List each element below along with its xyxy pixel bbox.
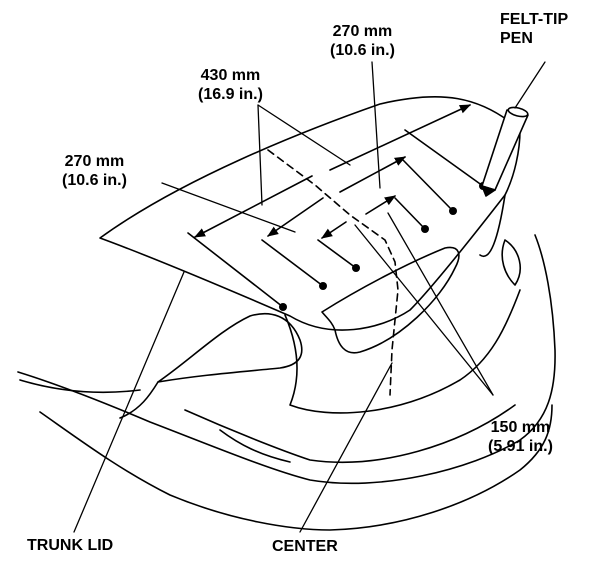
dim-arrow-outer-left	[194, 175, 313, 238]
leader-felt-tip-pen	[514, 61, 546, 109]
dim-arrow-mid-right	[339, 156, 406, 193]
leader-inner-right	[394, 197, 426, 230]
label-dim-430: 430 mm (16.9 in.)	[198, 67, 263, 103]
center-line	[267, 149, 399, 396]
leader-center	[299, 362, 393, 533]
car-rear-bumper	[17, 234, 556, 485]
leader-dim-150-b	[387, 212, 494, 396]
car-bumper-line	[184, 404, 516, 463]
trunk-lid-outline	[99, 95, 521, 331]
dim-arrow-inner-left	[321, 221, 347, 239]
label-felt-tip-pen: FELT-TIP PEN	[500, 11, 569, 47]
dim-arrow-inner-right	[365, 195, 396, 215]
leader-mid-left	[261, 239, 324, 287]
leader-inner-left	[317, 239, 357, 269]
car-rear-body-lower	[39, 404, 553, 531]
label-dim-270-left: 270 mm (10.6 in.)	[62, 153, 127, 189]
mark-dot	[279, 303, 287, 311]
car-trunk-opening	[284, 289, 521, 414]
leader-outer-left	[187, 232, 284, 308]
label-center: CENTER	[272, 538, 338, 555]
mark-dot	[319, 282, 327, 290]
leader-mid-right	[402, 159, 454, 212]
car-left-side	[19, 379, 141, 394]
leader-dim-150-a	[354, 224, 494, 396]
leader-outer-right	[404, 129, 484, 187]
dim-arrow-mid-left	[267, 197, 324, 237]
leader-dim-430-b	[257, 104, 351, 166]
dim-arrow-outer-right	[329, 104, 472, 171]
label-dim-270-top: 270 mm (10.6 in.)	[330, 23, 395, 59]
mark-dot	[449, 207, 457, 215]
car-right-taillight	[501, 239, 521, 286]
label-dim-150: 150 mm (5.91 in.)	[488, 419, 553, 455]
leader-dim-270-top	[371, 61, 381, 189]
label-trunk-lid: TRUNK LID	[27, 537, 114, 554]
mark-dot	[421, 225, 429, 233]
car-bumper-recess	[219, 429, 291, 463]
car-left-fender	[119, 381, 159, 419]
felt-tip-pen-icon	[481, 106, 529, 197]
mark-dot	[352, 264, 360, 272]
leader-dim-270-left	[161, 182, 296, 233]
leader-dim-430-a	[257, 104, 263, 206]
trunk-lid-rear-edge	[479, 194, 506, 258]
leader-trunk-lid	[73, 271, 185, 533]
license-plate-recess	[321, 246, 460, 354]
car-left-taillight	[157, 312, 303, 383]
